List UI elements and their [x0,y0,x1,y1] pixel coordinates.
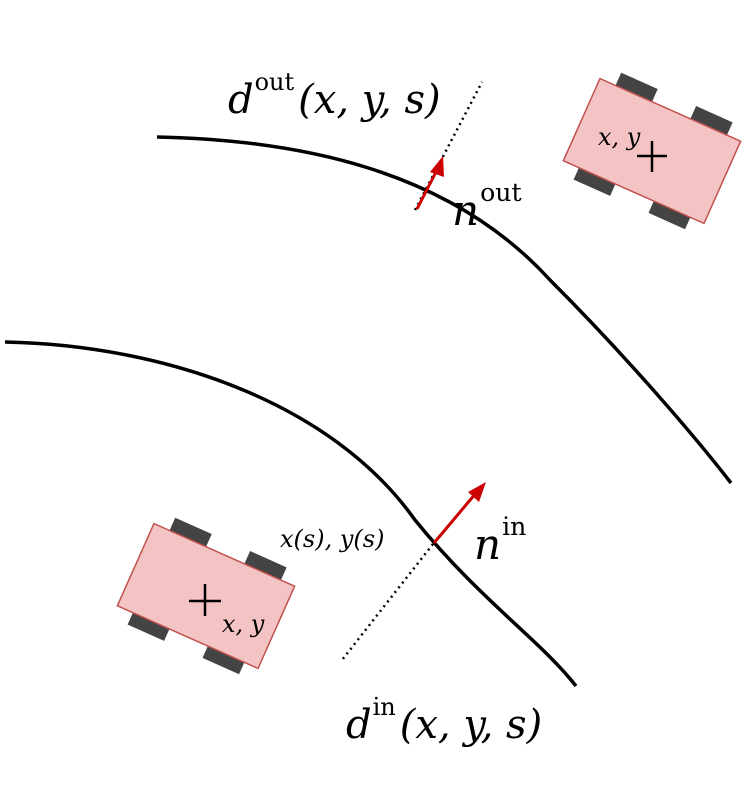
d-out-symbol: d [228,76,254,123]
car-top-position-label: x, y [598,123,641,151]
wheel-icon [168,517,212,549]
d-out-label: dout(x, y, s) [228,70,441,120]
d-in-args: (x, y, s) [399,701,543,748]
d-out-superscript: out [254,68,295,96]
n-in-symbol: n [474,519,502,569]
wheel-icon [127,609,171,641]
outer-boundary-curve [156,135,733,485]
n-in-label: nin [474,514,526,566]
d-in-dotted-line [341,543,434,661]
n-out-arrow-shaft [415,169,439,210]
n-in-arrowhead [468,482,486,502]
wheel-icon [614,72,658,104]
wheel-icon [243,551,287,582]
n-in-superscript: in [502,512,527,541]
n-out-symbol: n [452,185,480,235]
wheel-icon [648,198,692,230]
d-in-superscript: in [372,693,396,721]
inner-boundary-curve [4,340,578,688]
n-out-arrowhead [430,156,444,177]
d-out-args: (x, y, s) [298,76,441,123]
cross-icon [189,584,221,616]
car-bottom-position-label: x, y [222,610,265,638]
wheel-icon [573,164,617,196]
n-out-superscript: out [480,178,522,207]
n-out-label: nout [452,180,522,232]
d-in-symbol: d [346,701,372,748]
d-in-label: din(x, y, s) [346,695,542,745]
cross-icon [637,141,667,172]
wheel-icon [689,106,733,137]
wheel-icon [202,643,246,675]
boundary-point-label: x(s), y(s) [280,525,385,553]
n-in-arrow-shaft [432,492,478,544]
